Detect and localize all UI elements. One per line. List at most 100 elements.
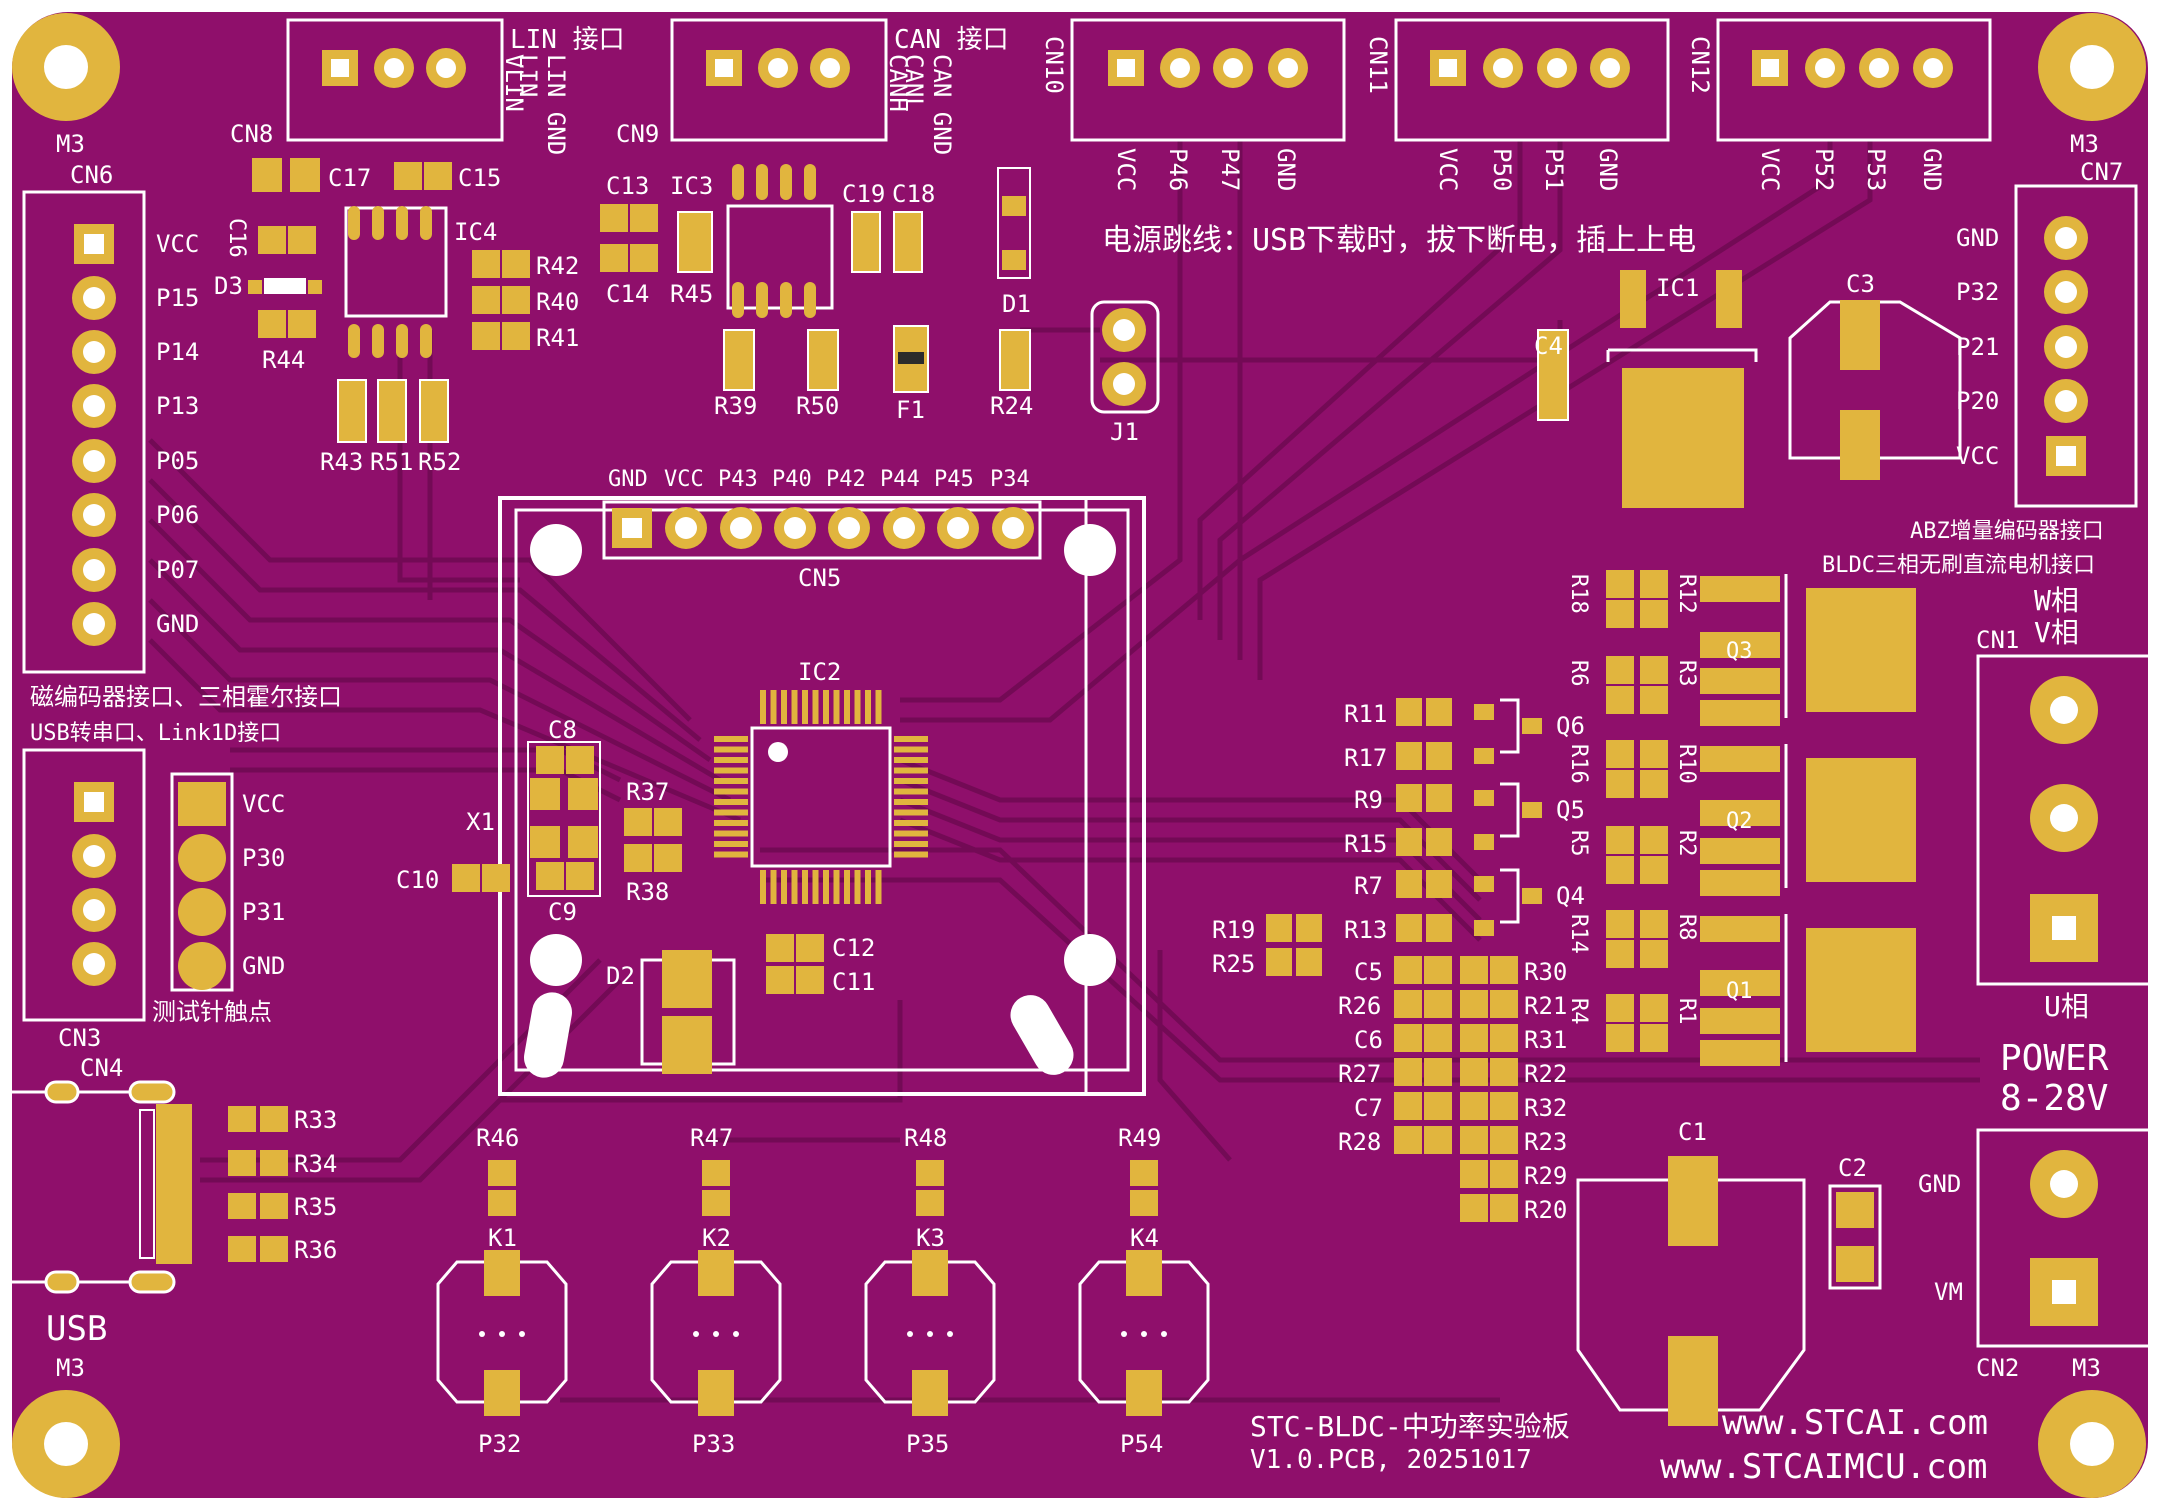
R23-label: R23 xyxy=(1524,1128,1567,1156)
cn6-label: CN6 xyxy=(70,161,113,189)
cn10-pins[interactable] xyxy=(1108,48,1308,88)
R20-label: R20 xyxy=(1524,1196,1567,1224)
D3-label: D3 xyxy=(214,272,243,300)
cn12-pin1: VCC xyxy=(1756,148,1784,191)
cn9-label: CN9 xyxy=(616,120,659,148)
R19-label: R19 xyxy=(1212,916,1255,944)
cn9-pins[interactable] xyxy=(706,48,850,88)
C11-label: C11 xyxy=(832,968,875,996)
cn6-pin1: VCC xyxy=(156,230,199,258)
mag-encoder-note: 磁编码器接口、三相霍尔接口 xyxy=(30,683,342,711)
core-module-outline xyxy=(498,496,1146,1096)
R10-label: R10 xyxy=(1674,744,1699,784)
cn5-pin8: P34 xyxy=(990,467,1030,492)
cn8-label: CN8 xyxy=(230,120,273,148)
R14-label: R14 xyxy=(1566,914,1591,954)
mosfet-area xyxy=(1700,574,1916,1066)
C15-label: C15 xyxy=(458,164,501,192)
cn12-outline xyxy=(1716,18,1992,142)
lin-pin1: LIN GND xyxy=(542,54,570,155)
jumper-note: 电源跳线：USB下载时，拔下断电，插上上电 xyxy=(1102,223,1696,258)
cn8-pins[interactable] xyxy=(322,48,466,88)
tact-button-k1[interactable] xyxy=(436,1250,568,1416)
tact-button-k2[interactable] xyxy=(650,1250,782,1416)
resistor-pair-r4 xyxy=(1606,994,1668,1052)
cn11-pin1: VCC xyxy=(1434,148,1462,191)
C4-label: C4 xyxy=(1534,332,1563,360)
cn11-pins[interactable] xyxy=(1430,48,1630,88)
can-pin2: CANL xyxy=(900,54,928,112)
capacitor-c2 xyxy=(1828,1184,1882,1290)
cn2-pins[interactable] xyxy=(2030,1150,2098,1326)
cn12-pin3: P53 xyxy=(1862,148,1890,191)
cn5-pin2: VCC xyxy=(664,467,704,492)
R30-label: R30 xyxy=(1524,958,1567,986)
cn5-label: CN5 xyxy=(798,564,841,592)
R6-label: R6 xyxy=(1566,660,1591,687)
D1-label: D1 xyxy=(1002,290,1031,318)
can-pin3: CANH xyxy=(884,54,912,112)
jumper-j1[interactable] xyxy=(1090,300,1160,414)
K2-label: K2 xyxy=(702,1224,731,1252)
board-title: STC-BLDC-中功率实验板 xyxy=(1250,1410,1570,1443)
part-r23 xyxy=(1460,1126,1518,1154)
C6-label: C6 xyxy=(1354,1026,1383,1054)
R44-label: R44 xyxy=(262,346,305,374)
resistor-pair-r18 xyxy=(1606,570,1668,628)
serial-note: USB转串口、Link1D接口 xyxy=(30,721,281,746)
cn7-pins[interactable] xyxy=(2044,216,2088,476)
R24-label: R24 xyxy=(990,392,1033,420)
cn5-pins[interactable] xyxy=(612,507,1034,549)
tact-button-k3[interactable] xyxy=(864,1250,996,1416)
R38-label: R38 xyxy=(626,878,669,906)
part-r30 xyxy=(1460,956,1518,984)
cn3-outline xyxy=(22,748,146,1022)
R21-label: R21 xyxy=(1524,992,1567,1020)
cn3-pins[interactable] xyxy=(72,782,116,986)
ic4-area-pads xyxy=(248,158,530,443)
cn7-pin2: P32 xyxy=(1956,278,1999,306)
cn12-pins[interactable] xyxy=(1752,48,1953,88)
board-version: V1.0.PCB, 20251017 xyxy=(1250,1445,1532,1475)
C9-label: C9 xyxy=(548,898,577,926)
Q2-label: Q2 xyxy=(1726,809,1753,834)
resistor-r17 xyxy=(1396,742,1494,770)
R25-label: R25 xyxy=(1212,950,1255,978)
mount-label-tl: M3 xyxy=(56,130,85,158)
cn2-pin1: GND xyxy=(1918,1170,1961,1198)
resistor-r7 xyxy=(1396,870,1494,898)
tact-button-k4[interactable] xyxy=(1078,1250,1210,1416)
resistor-pair-r16 xyxy=(1606,740,1668,798)
cn10-pin4: GND xyxy=(1272,148,1300,191)
C13-label: C13 xyxy=(606,172,649,200)
cn6-pin5: P05 xyxy=(156,447,199,475)
R22-label: R22 xyxy=(1524,1060,1567,1088)
cn1-pins[interactable] xyxy=(2030,676,2098,962)
usb-connector[interactable] xyxy=(10,1080,192,1294)
cn7-pin4: P20 xyxy=(1956,387,1999,415)
X1-label: X1 xyxy=(466,808,495,836)
cn6-pins[interactable] xyxy=(72,224,116,646)
cn3-pin3: P31 xyxy=(242,898,285,926)
cn5-pin5: P42 xyxy=(826,467,866,492)
R18-label: R18 xyxy=(1566,574,1591,614)
cn9-outline xyxy=(670,18,888,142)
probe-pads[interactable] xyxy=(178,782,226,990)
can-pin1: CAN GND xyxy=(928,54,956,155)
resistor-r46 xyxy=(488,1160,516,1216)
R49-label: R49 xyxy=(1118,1124,1161,1152)
r33-36-pads xyxy=(228,1106,288,1262)
C8-label: C8 xyxy=(548,716,577,744)
mount-hole-bottom-right xyxy=(2038,1390,2146,1498)
C14-label: C14 xyxy=(606,280,649,308)
part-r32 xyxy=(1460,1092,1518,1120)
R43-label: R43 xyxy=(320,448,363,476)
cn3-pin2: P30 xyxy=(242,844,285,872)
P54-pad-label: P54 xyxy=(1120,1430,1163,1458)
R4-label: R4 xyxy=(1566,998,1591,1025)
resistor-pair-r5 xyxy=(1606,826,1668,884)
part-c5 xyxy=(1394,956,1452,984)
cn11-outline xyxy=(1394,18,1670,142)
cn12-label: CN12 xyxy=(1686,36,1714,94)
